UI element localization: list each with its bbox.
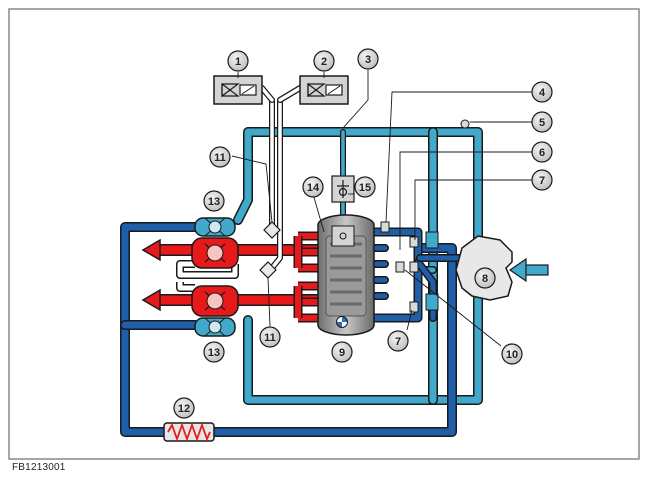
callout-label: 15 [359,182,371,194]
solenoid-valve-icon [299,75,349,105]
bmw-logo-icon [336,316,348,328]
callout-7: 7 [387,330,409,352]
callout-label: 11 [264,332,276,344]
temperature-sensor-icon [425,231,439,311]
leader-lines [231,70,532,347]
callout-label: 4 [539,87,546,99]
callout-8: 8 [474,267,496,289]
callout-13: 13 [203,190,225,212]
callout-label: 9 [339,347,345,359]
callout-label: 1 [235,56,241,68]
figure-code: FB1213001 [12,462,66,473]
temperature-sensor-icon [409,236,419,248]
callout-11: 11 [259,326,281,348]
temperature-sensor-icon [380,221,390,233]
control-lines [259,85,303,271]
callout-5: 5 [531,111,553,133]
callout-15: 15 [354,176,376,198]
callout-4: 4 [531,81,553,103]
callout-label: 8 [482,273,488,285]
callout-label: 13 [208,347,220,359]
callout-6: 6 [531,141,553,163]
callout-label: 14 [307,182,320,194]
temperature-sensor-icon [409,261,419,273]
callout-label: 3 [365,54,371,66]
callout-label: 13 [208,196,220,208]
turbocharger-icon [191,217,239,269]
flow-arrow-icon [508,257,549,283]
callout-label: 2 [321,56,327,68]
callout-12: 12 [173,397,195,419]
heat-exchanger-icon [163,422,215,442]
callout-label: 10 [506,349,518,361]
callout-14: 14 [302,176,324,198]
callout-label: 6 [539,147,545,159]
callout-1: 1 [227,50,249,72]
callout-9: 9 [331,341,353,363]
callout-7: 7 [531,169,553,191]
callout-11: 11 [209,146,231,168]
temperature-sensor-icon [395,261,405,273]
callout-label: 7 [539,175,545,187]
callout-3: 3 [357,48,379,70]
callout-label: 5 [539,117,545,129]
engine-block-icon [317,214,375,336]
temperature-sensor-icon [409,301,419,313]
check-valve-icon [331,175,355,203]
callout-10: 10 [501,343,523,365]
hot-coolant-lines [160,231,328,323]
callout-label: 12 [178,403,190,415]
solenoid-valve-icon [213,75,263,105]
turbocharger-icon [191,285,239,337]
valve-icon [263,221,281,239]
callout-label: 7 [395,336,401,348]
temperature-sensor-icon [460,119,470,129]
callout-label: 11 [214,152,226,164]
callout-13: 13 [203,341,225,363]
flow-arrow-icon [141,238,161,262]
callout-2: 2 [313,50,335,72]
flow-arrow-icon [141,288,161,312]
